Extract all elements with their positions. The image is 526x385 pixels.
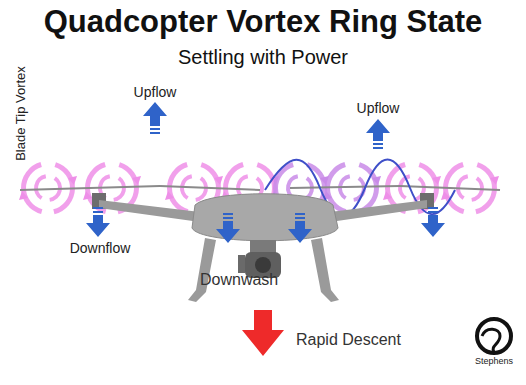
logo-mark (477, 319, 511, 353)
upflow-label: Upflow (122, 84, 188, 100)
title: Quadcopter Vortex Ring State (0, 4, 526, 40)
downflow-label: Downflow (60, 240, 140, 256)
flow-arrows (86, 102, 445, 243)
upflow-label: Upflow (345, 100, 411, 116)
propeller-blades (20, 186, 500, 190)
descent-arrow (242, 310, 284, 356)
subtitle: Settling with Power (0, 46, 526, 69)
downwash-label: Downwash (200, 271, 280, 289)
descent-label: Rapid Descent (296, 331, 436, 349)
vortex-label: Blade Tip Vortex (13, 64, 28, 164)
drone-body (92, 193, 434, 302)
watermark: Stephens (466, 356, 522, 366)
